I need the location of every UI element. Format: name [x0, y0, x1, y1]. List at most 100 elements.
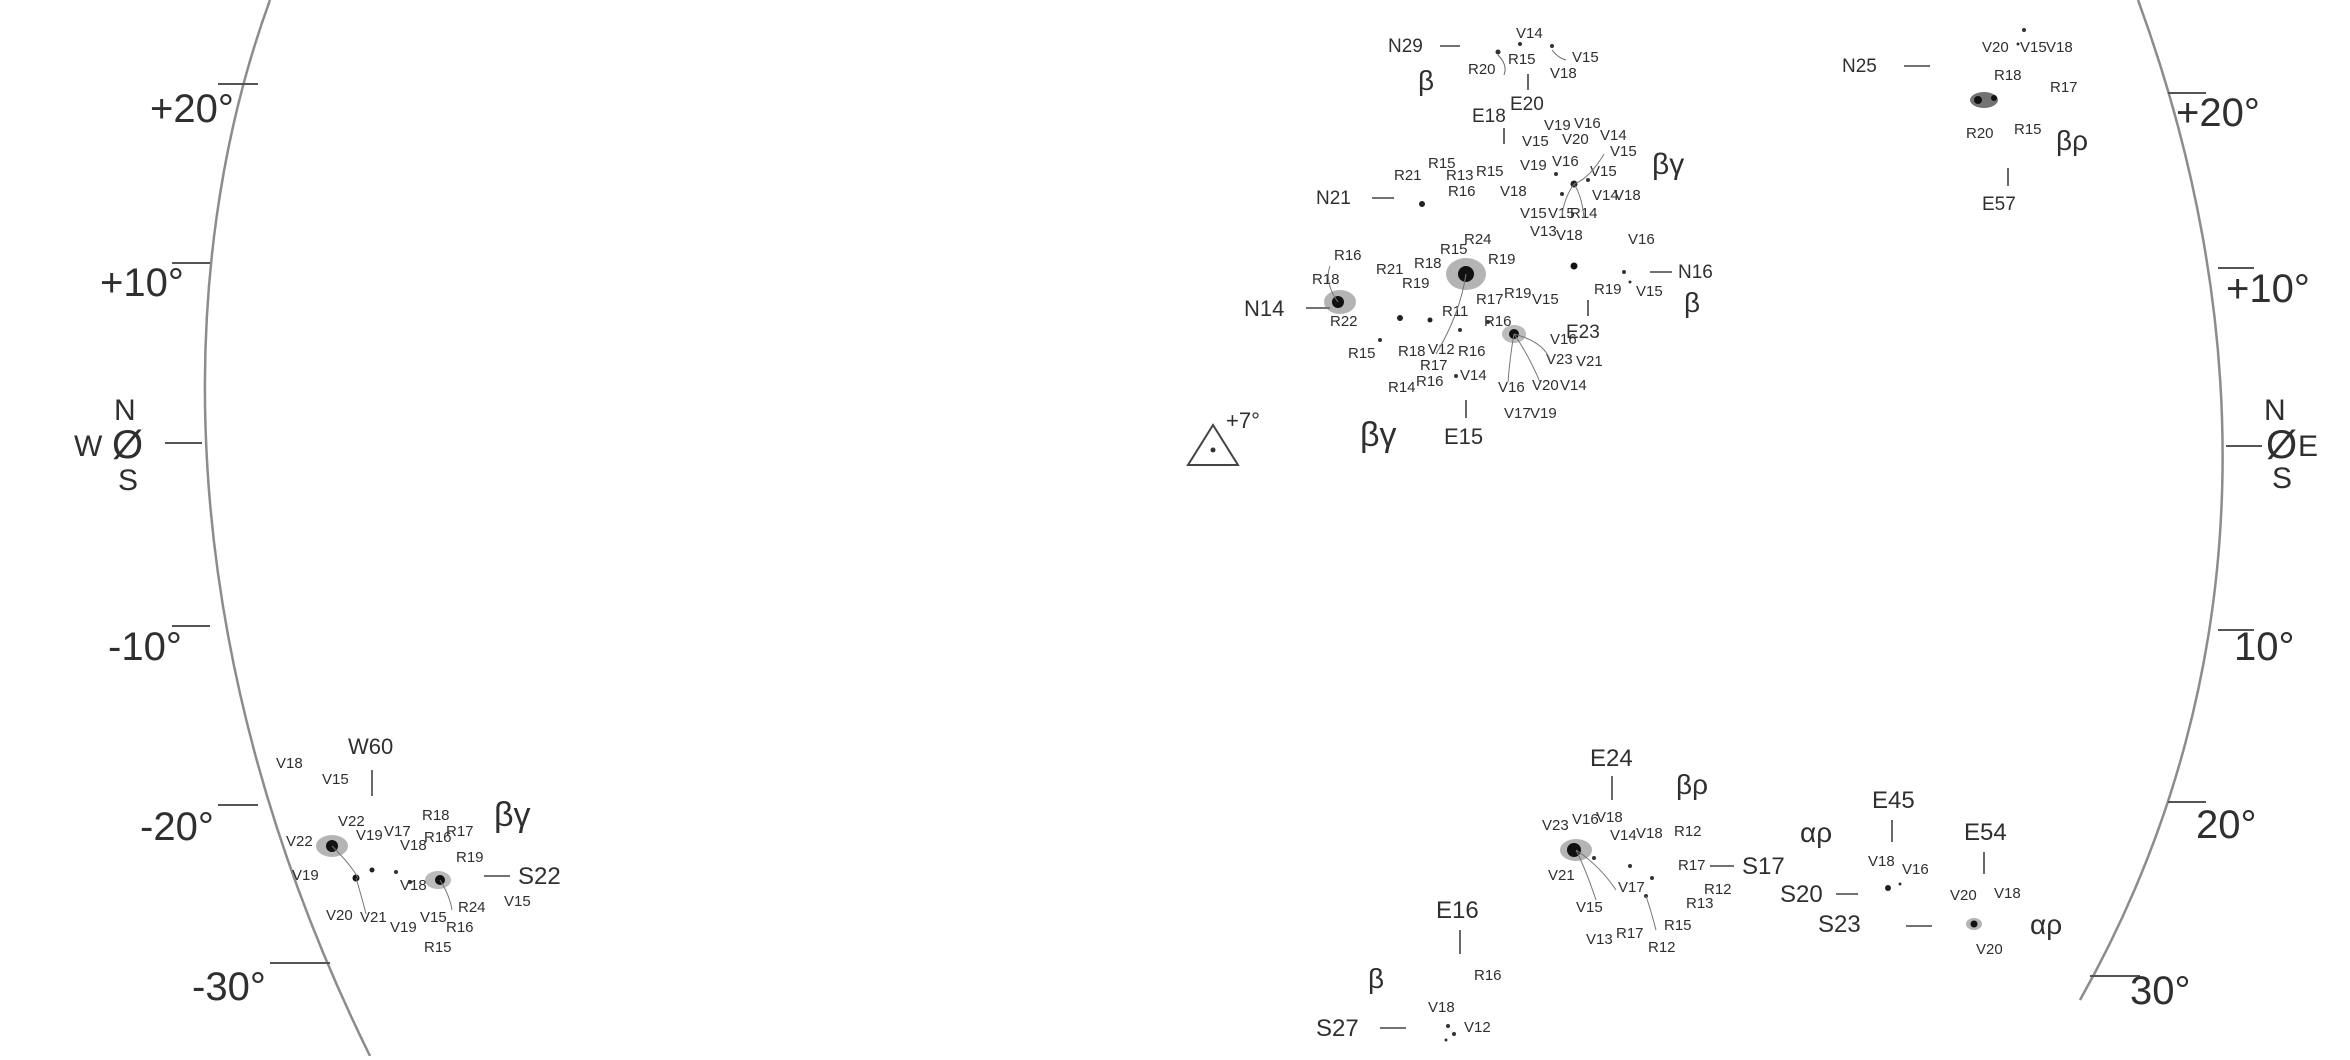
s23-spot-0: V20 [1950, 887, 1977, 904]
group-n29-class: β [1418, 65, 1434, 96]
inclination-marker: +7° [1186, 408, 1260, 466]
n21-spot-12: V18 [1500, 183, 1527, 200]
latitude-ticks [165, 83, 2262, 977]
s22-spot-2: V22 [338, 813, 365, 830]
compass-west-equator: Ø [112, 423, 143, 467]
lat-label-left-m10: -10° [108, 625, 182, 669]
n21-spot-14: V15 [1590, 163, 1617, 180]
s22-spot-5: V17 [384, 823, 411, 840]
s17-spot-1: V16 [1572, 811, 1599, 828]
n14-spot-24: V14 [1460, 367, 1487, 384]
group-n16-class: β [1684, 287, 1700, 318]
n14-spot-6: R19 [1488, 251, 1516, 268]
s22-spot-12: V18 [400, 877, 427, 894]
n25-spot-0: V20 [1982, 39, 2009, 56]
group-s27: S27 E16 β R16 V18 V12 [1316, 897, 1502, 1042]
group-n25: N25 E57 βρ V20 V15 V18 R18 R17 R20 R15 [1842, 28, 2088, 215]
n14-spot-1: R18 [1312, 271, 1340, 288]
s23-spot-1: V18 [1994, 885, 2021, 902]
s22-spot-18: V15 [504, 893, 531, 910]
group-n14: N14 E15 βγ R16 R18 R21 R18 R15 R24 R19 R… [1244, 231, 1603, 454]
n14-spot-2: R21 [1376, 261, 1404, 278]
n14-spot-11: R19 [1504, 285, 1532, 302]
n14-spot-26: V20 [1532, 377, 1559, 394]
n14-spot-7: R19 [1402, 275, 1430, 292]
group-s22-class: βγ [494, 796, 531, 834]
n14-spot-27: V14 [1560, 377, 1587, 394]
n14-spot-17: R16 [1458, 343, 1486, 360]
group-s17-class: βρ [1676, 769, 1708, 800]
n14-spot-18: V16 [1550, 331, 1577, 348]
n25-spot-3: R18 [1994, 67, 2022, 84]
n29-spot-2: V14 [1516, 25, 1543, 42]
group-n25-class: βρ [2056, 125, 2088, 156]
group-n29: N29 E20 β R20 R15 V14 V15 V18 [1388, 25, 1599, 115]
group-s27-designation: S27 [1316, 1015, 1359, 1042]
n29-spot-3: V15 [1572, 49, 1599, 66]
n21-spot-2: R13 [1446, 167, 1474, 184]
n14-spot-13: R16 [1484, 313, 1512, 330]
lat-label-right-30: 30° [2130, 969, 2191, 1013]
s22-spot-7: V18 [400, 837, 427, 854]
n21-spot-4: R15 [1476, 163, 1504, 180]
n21-spot-9: V14 [1600, 127, 1627, 144]
s17-spot-14: R15 [1664, 917, 1692, 934]
n21-spot-11: V19 [1544, 117, 1571, 134]
n21-spot-3: R16 [1448, 183, 1476, 200]
s23-spot-2: V20 [1976, 941, 2003, 958]
s17-spot-15: R12 [1648, 939, 1676, 956]
group-n14-designation: N14 [1244, 296, 1284, 321]
s22-spot-15: V19 [390, 919, 417, 936]
s22-spot-14: V21 [360, 909, 387, 926]
group-n16: N16 E23 β V16 R19 V15 [1566, 231, 1713, 343]
group-n16-designation: N16 [1678, 262, 1713, 283]
group-s27-meridian: E16 [1436, 897, 1479, 924]
s22-spot-3: V22 [286, 833, 313, 850]
n21-spot-0: R21 [1394, 167, 1422, 184]
s17-spot-2: V18 [1596, 809, 1623, 826]
s22-spot-16: V15 [420, 909, 447, 926]
compass-east-north: N [2264, 394, 2286, 427]
s17-spot-4: V18 [1636, 825, 1663, 842]
s17-spot-0: V23 [1542, 817, 1569, 834]
n16-spot-1: R19 [1594, 281, 1622, 298]
n14-spot-8: R22 [1330, 313, 1358, 330]
group-n29-designation: N29 [1388, 36, 1423, 57]
s27-spot-1: V18 [1428, 999, 1455, 1016]
group-n29-meridian: E20 [1510, 94, 1544, 115]
s17-spot-3: V14 [1610, 827, 1637, 844]
lat-label-left-p10: +10° [100, 261, 184, 305]
group-n25-meridian: E57 [1982, 194, 2016, 215]
compass-west-south: S [118, 464, 138, 497]
n14-spot-15: R18 [1398, 343, 1426, 360]
s22-spot-19: R16 [446, 919, 474, 936]
s22-spot-17: R24 [458, 899, 486, 916]
n21-spot-16: V15 [1520, 205, 1547, 222]
n29-spot-1: R15 [1508, 51, 1536, 68]
group-n25-designation: N25 [1842, 56, 1877, 77]
n14-spot-28: V17 [1504, 405, 1531, 422]
n14-spot-4: R15 [1440, 241, 1468, 258]
s22-spot-11: V19 [292, 867, 319, 884]
s22-spot-4: V19 [356, 827, 383, 844]
s20-spot-1: V16 [1902, 861, 1929, 878]
n21-spot-19: V13 [1530, 223, 1557, 240]
n21-spot-1: R15 [1428, 155, 1456, 172]
n25-spot-1: V15 [2020, 39, 2047, 56]
compass-east-letter: E [2298, 430, 2318, 463]
s17-spot-13: R17 [1616, 925, 1644, 942]
lat-label-right-p20: +20° [2176, 91, 2260, 135]
s22-spot-20: R15 [424, 939, 452, 956]
n29-spot-0: R20 [1468, 61, 1496, 78]
lat-label-left-m30: -30° [192, 965, 266, 1009]
s17-spot-11: R13 [1686, 895, 1714, 912]
lat-label-right-20: 20° [2196, 803, 2257, 847]
n14-spot-9: R11 [1442, 303, 1468, 320]
s22-spot-8: R16 [424, 829, 452, 846]
group-s17: S17 E24 βρ V23 V16 V18 V14 V18 R12 V21 R… [1542, 745, 1785, 956]
n21-spot-20: V18 [1556, 227, 1583, 244]
n21-spot-5: V19 [1520, 157, 1547, 174]
lat-label-right-10: 10° [2234, 625, 2295, 669]
n14-spot-21: V21 [1576, 353, 1603, 370]
